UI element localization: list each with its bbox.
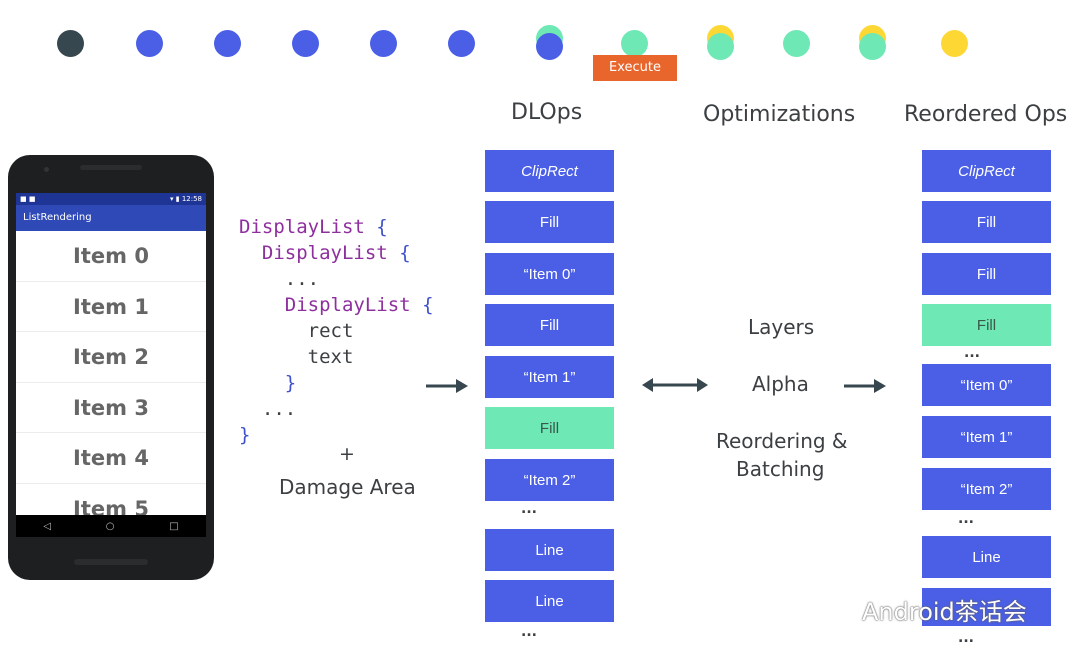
reordered-ellipsis: ... [964,345,980,361]
app-title: ListRendering [16,205,206,231]
execute-label: Execute [593,55,677,81]
progress-dot [448,30,475,57]
progress-dot [370,30,397,57]
progress-dot [621,30,648,57]
dlop-fill-highlighted: Fill [485,407,614,449]
watermark: Android茶话会 [862,598,1027,626]
list-item[interactable]: Item 3 [16,383,206,433]
progress-dot [783,30,810,57]
speaker-grille [74,559,148,565]
optimization-layers: Layers [748,315,815,339]
back-icon[interactable]: ◁ [43,520,52,532]
dlop-cliprect: ClipRect [485,150,614,192]
progress-dot [859,33,886,60]
dlop-ellipsis: ... [521,624,537,640]
list-item[interactable]: Item 2 [16,332,206,383]
displaylist-code: DisplayList { DisplayList { ... DisplayL… [239,216,434,446]
double-arrow-icon [642,378,708,392]
optimizations-heading: Optimizations [703,102,856,127]
progress-dot [292,30,319,57]
optimization-reordering: Reordering & [716,429,848,453]
progress-dot [57,30,84,57]
signal-icon: ▾ ▮ [169,195,182,203]
reordered-ellipsis: ... [958,511,974,527]
dlop-text: “Item 1” [485,356,614,398]
dlop-text: “Item 2” [485,459,614,501]
dlop-line: Line [485,529,614,571]
progress-dot [941,30,968,57]
speaker-grille [80,165,142,170]
reordered-fill: Fill [922,201,1051,243]
reordered-heading: Reordered Ops [904,102,1068,127]
arrow-right-icon [844,379,886,393]
home-icon[interactable]: ○ [105,520,115,532]
reordered-partial-box [922,588,1051,626]
reordered-fill-highlighted: Fill [922,304,1051,346]
dlop-fill: Fill [485,304,614,346]
reordered-cliprect: ClipRect [922,150,1051,192]
reordered-line: Line [922,536,1051,578]
phone-screen: ■ ■ ▾ ▮ 12:58 ListRendering Item 0 Item … [16,193,206,537]
list-item[interactable]: Item 0 [16,231,206,282]
dlop-line: Line [485,580,614,622]
optimization-alpha: Alpha [752,372,809,396]
recents-icon[interactable]: □ [169,520,179,532]
progress-dot [136,30,163,57]
camera-icon [44,167,49,172]
dlop-text: “Item 0” [485,253,614,295]
list-item[interactable]: Item 4 [16,433,206,484]
progress-dot [214,30,241,57]
nav-bar: ◁ ○ □ [16,515,206,537]
reordered-text: “Item 0” [922,364,1051,406]
progress-dot [707,33,734,60]
optimization-batching: Batching [736,457,825,481]
wechat-icon [819,599,856,625]
reordered-text: “Item 1” [922,416,1051,458]
reordered-fill: Fill [922,253,1051,295]
plus-sign: + [339,443,355,465]
list-item[interactable]: Item 1 [16,282,206,332]
reordered-text: “Item 2” [922,468,1051,510]
arrow-right-icon [426,379,468,393]
progress-dot [536,33,563,60]
notification-icon: ■ ■ [20,195,36,203]
dlops-heading: DLOps [511,100,583,125]
dlop-fill: Fill [485,201,614,243]
reordered-ellipsis: ... [958,630,974,646]
status-bar: ■ ■ ▾ ▮ 12:58 [16,193,206,205]
phone-device: ■ ■ ▾ ▮ 12:58 ListRendering Item 0 Item … [8,155,214,580]
status-time: ▾ ▮ 12:58 [170,195,202,203]
clock: 12:58 [181,195,202,203]
dlop-ellipsis: ... [521,501,537,517]
damage-area-label: Damage Area [279,475,416,499]
